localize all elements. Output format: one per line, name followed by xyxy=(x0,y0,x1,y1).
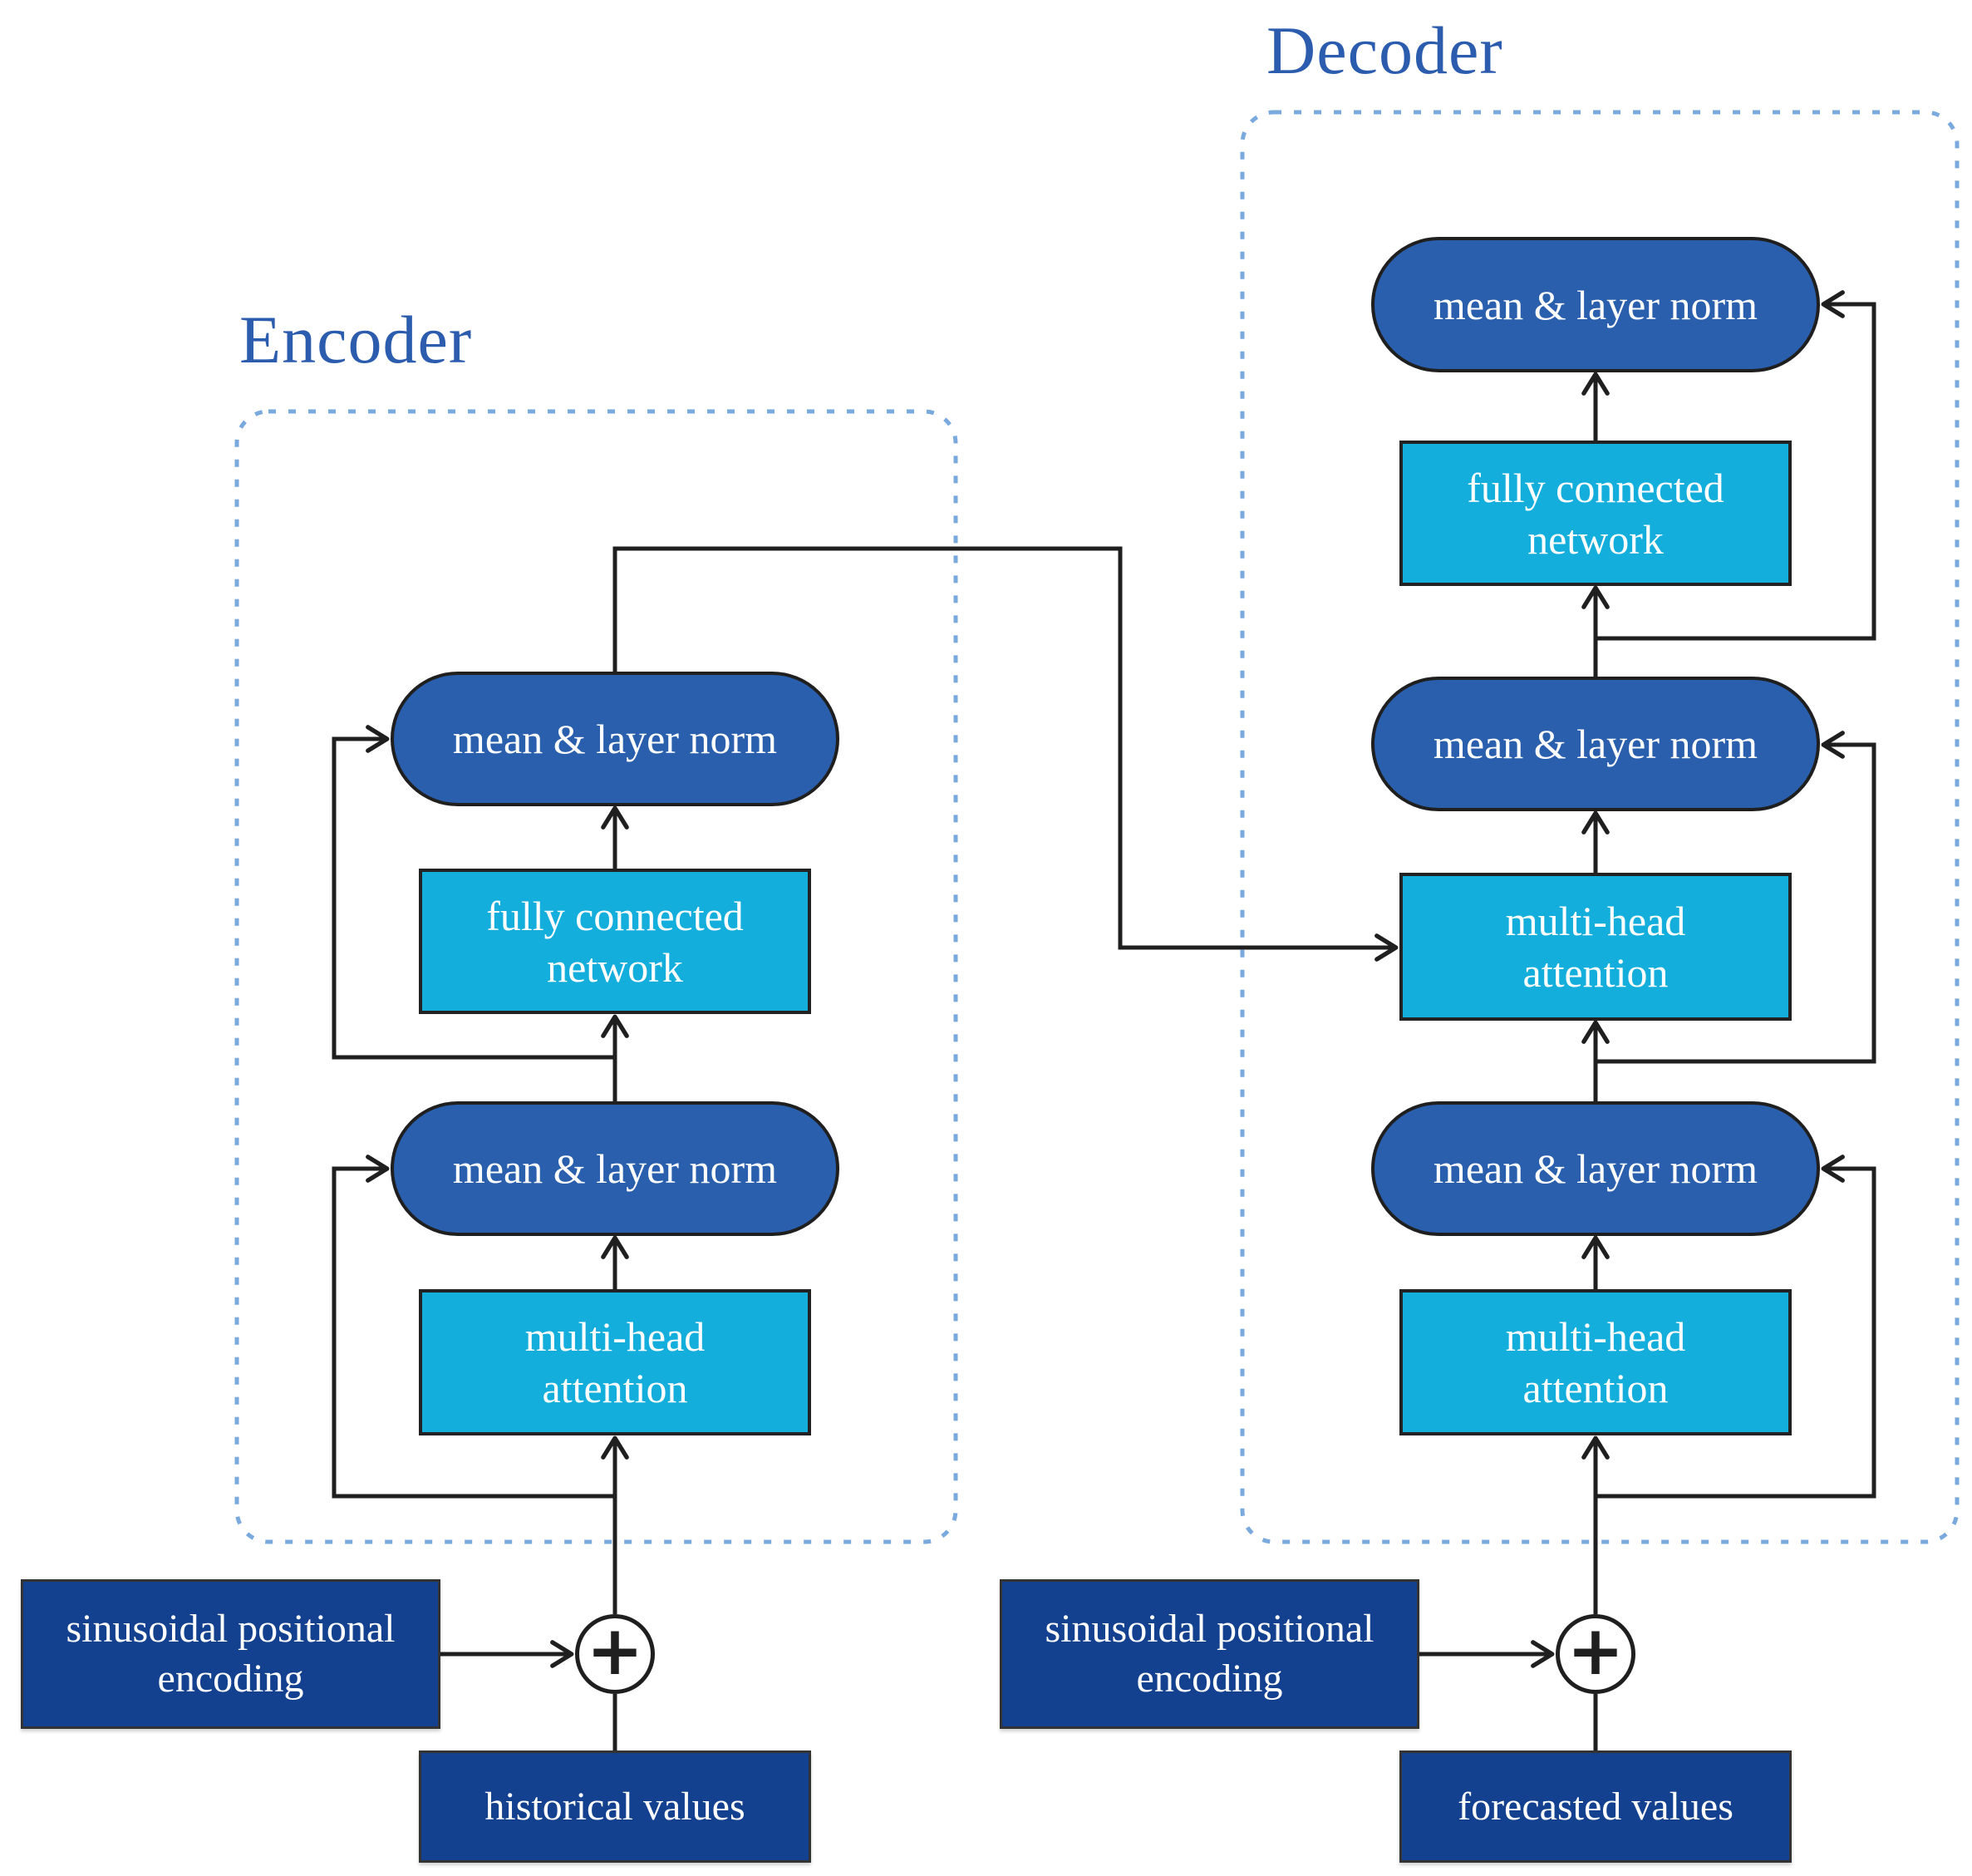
encoder-to-decoder-connector xyxy=(612,546,1399,962)
decoder-forecasted-values-box: forecasted values xyxy=(1399,1750,1792,1863)
decoder-multi-head-attention-mid: multi-head attention xyxy=(1399,873,1792,1021)
dec-residual-attention-bottom-connector xyxy=(1596,1155,1876,1499)
encoder-mean-layer-norm-mid: mean & layer norm xyxy=(391,1101,839,1236)
decoder-title: Decoder xyxy=(1266,12,1503,88)
dec-residual-ffn-connector xyxy=(1596,290,1876,641)
enc-residual-attention-connector xyxy=(332,1155,615,1499)
dec-residual-attention-mid-connector xyxy=(1596,731,1876,1064)
decoder-mean-layer-norm-mid: mean & layer norm xyxy=(1371,677,1820,811)
decoder-multi-head-attention-bottom: multi-head attention xyxy=(1399,1289,1792,1435)
decoder-mean-layer-norm-top-label: mean & layer norm xyxy=(1433,281,1758,328)
encoder-positional-encoding-box: sinusoidal positional encoding xyxy=(21,1579,440,1729)
encoder-historical-values-label: historical values xyxy=(484,1784,745,1829)
decoder-container-border xyxy=(1240,110,1960,1544)
decoder-mean-layer-norm-mid-label: mean & layer norm xyxy=(1433,721,1758,767)
encoder-fully-connected-network-label: fully connected network xyxy=(486,892,744,991)
decoder-mean-layer-norm-bottom-label: mean & layer norm xyxy=(1433,1145,1758,1192)
decoder-mean-layer-norm-top: mean & layer norm xyxy=(1371,237,1820,372)
encoder-multi-head-attention-label: multi-head attention xyxy=(524,1313,706,1411)
encoder-add-icon: + xyxy=(575,1614,655,1694)
encoder-mean-layer-norm-top-label: mean & layer norm xyxy=(452,716,778,762)
decoder-positional-encoding-label: sinusoidal positional encoding xyxy=(1045,1607,1374,1701)
decoder-multi-head-attention-mid-label: multi-head attention xyxy=(1505,898,1686,996)
encoder-fully-connected-network: fully connected network xyxy=(419,869,811,1014)
encoder-mean-layer-norm-top: mean & layer norm xyxy=(391,672,839,806)
encoder-container-border xyxy=(234,409,958,1544)
decoder-fully-connected-network: fully connected network xyxy=(1399,441,1792,586)
decoder-positional-encoding-box: sinusoidal positional encoding xyxy=(1000,1579,1419,1729)
encoder-mean-layer-norm-mid-label: mean & layer norm xyxy=(452,1145,778,1192)
decoder-multi-head-attention-bottom-label: multi-head attention xyxy=(1505,1313,1686,1411)
encoder-multi-head-attention: multi-head attention xyxy=(419,1289,811,1435)
encoder-historical-values-box: historical values xyxy=(419,1750,811,1863)
encoder-positional-encoding-label: sinusoidal positional encoding xyxy=(66,1607,396,1701)
decoder-add-icon: + xyxy=(1556,1614,1635,1694)
decoder-mean-layer-norm-bottom: mean & layer norm xyxy=(1371,1101,1820,1236)
enc-residual-ffn-connector xyxy=(332,725,615,1060)
decoder-fully-connected-network-label: fully connected network xyxy=(1467,464,1724,563)
encoder-title: Encoder xyxy=(239,302,473,377)
decoder-forecasted-values-label: forecasted values xyxy=(1458,1784,1733,1829)
